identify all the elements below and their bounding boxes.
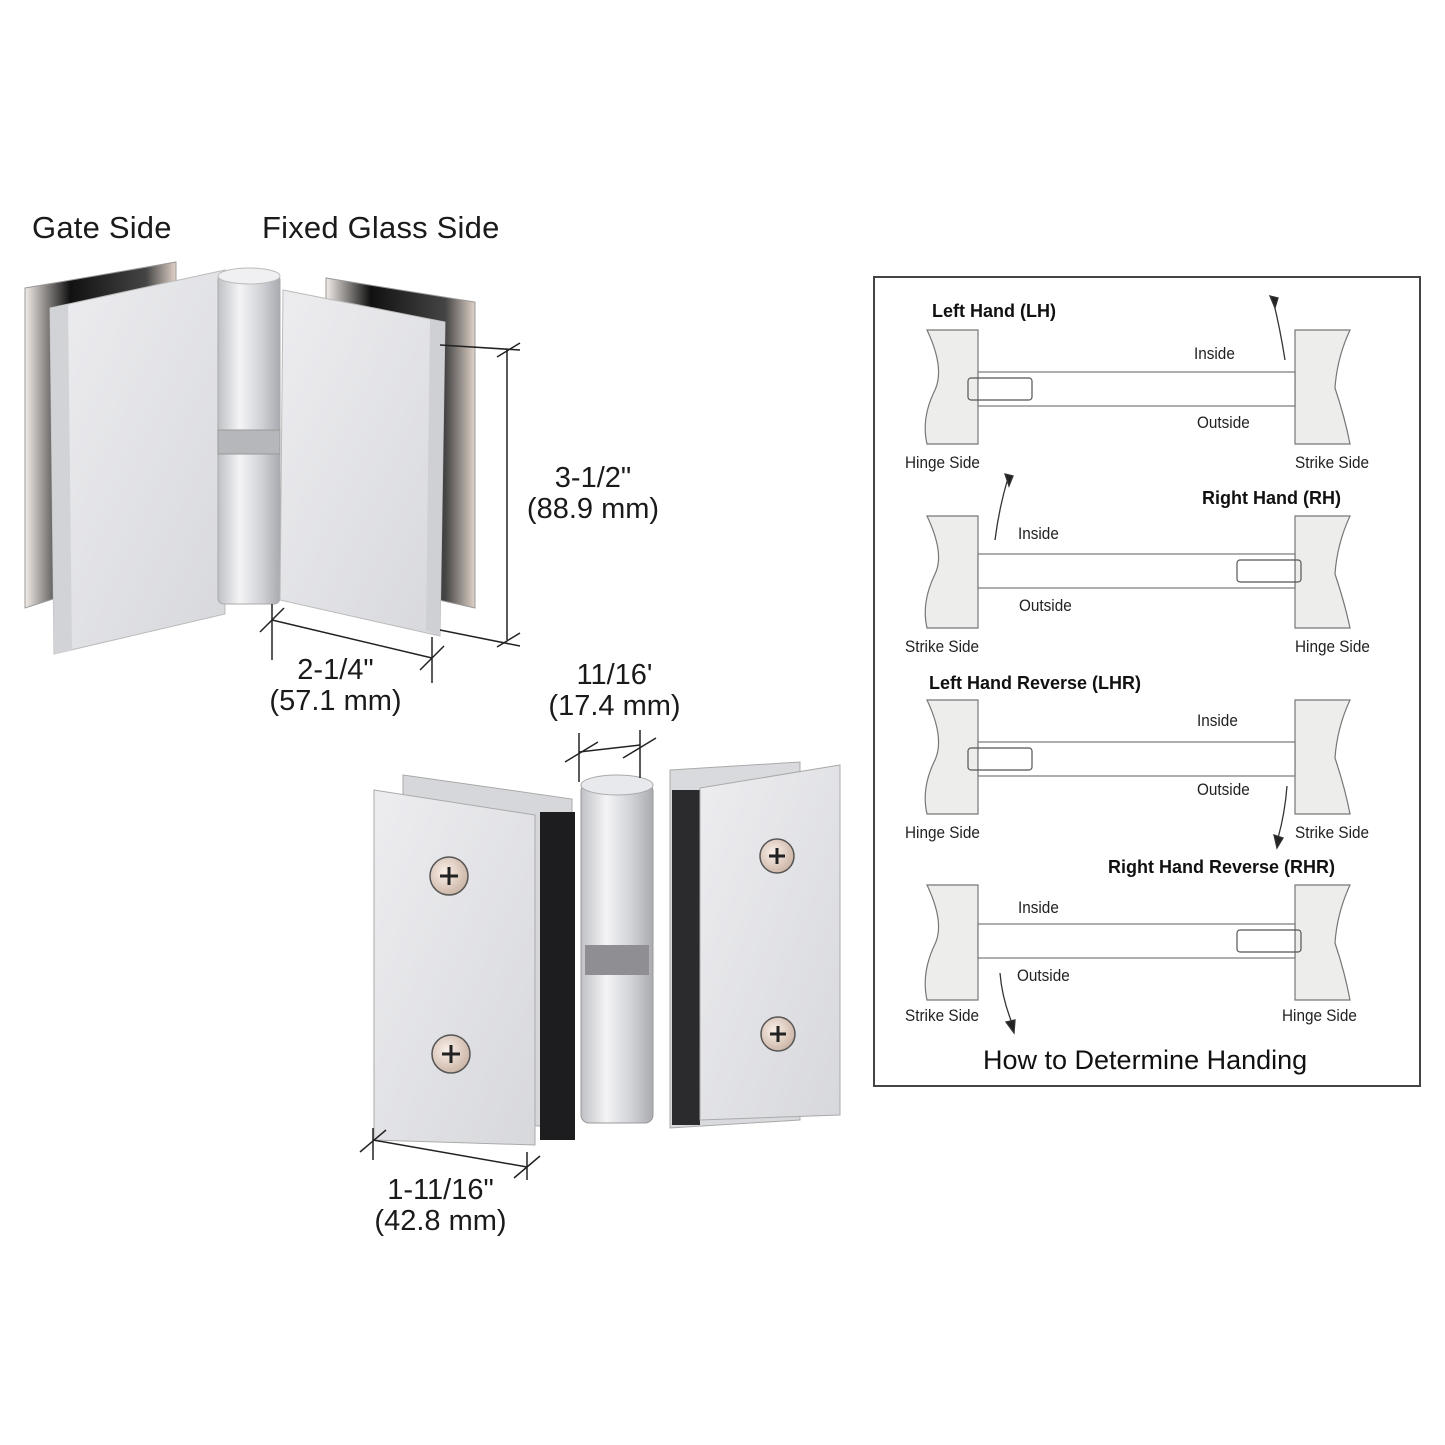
plate-width-dimension: 1-11/16" (42.8 mm) <box>363 1175 518 1237</box>
inside-label: Inside <box>1194 344 1235 363</box>
inside-label: Inside <box>1018 898 1059 917</box>
outside-label: Outside <box>1197 780 1250 799</box>
width-dimension: 2-1/4" (57.1 mm) <box>258 655 413 717</box>
handing-title-rh: Right Hand (RH) <box>1202 488 1341 508</box>
height-dimension: 3-1/2" (88.9 mm) <box>518 463 668 525</box>
width-imperial: 2-1/4" <box>297 654 374 686</box>
width-metric: (57.1 mm) <box>269 685 402 717</box>
screw-icon <box>759 838 795 874</box>
screw-icon <box>760 1016 796 1052</box>
hinge-side-label: Hinge Side <box>1295 637 1370 656</box>
knuckle-dimension: 11/16' (17.4 mm) <box>537 660 692 722</box>
dimension-lines-top <box>259 342 521 683</box>
plate-width-imperial: 1-11/16" <box>387 1174 494 1206</box>
top-hinge <box>24 261 476 655</box>
hinge-glyph-icon <box>967 377 1302 953</box>
hinge-side-label: Hinge Side <box>1282 1006 1357 1025</box>
fixed-glass-side-label: Fixed Glass Side <box>262 210 500 245</box>
handing-caption: How to Determine Handing <box>983 1045 1308 1075</box>
handing-diagram: Left Hand (LH) Inside Outside Hinge Side… <box>873 276 1421 1087</box>
gate-side-label: Gate Side <box>32 210 172 245</box>
strike-side-label: Strike Side <box>905 637 979 656</box>
inside-label: Inside <box>1197 711 1238 730</box>
swing-arrow-icon <box>994 295 1288 1035</box>
hinge-product-illustration <box>24 261 841 1180</box>
handing-title-lhr: Left Hand Reverse (LHR) <box>929 673 1142 693</box>
handing-title-lh: Left Hand (LH) <box>932 301 1056 321</box>
outside-label: Outside <box>1197 413 1250 432</box>
inside-label: Inside <box>1018 524 1059 543</box>
handing-diagram-art <box>924 295 1351 1035</box>
strike-side-label: Strike Side <box>1295 823 1369 842</box>
screw-icon <box>429 856 469 896</box>
handing-title-rhr: Right Hand Reverse (RHR) <box>1108 857 1336 877</box>
outside-label: Outside <box>1017 966 1070 985</box>
knuckle-imperial: 11/16' <box>576 659 653 691</box>
hinge-side-label: Hinge Side <box>905 823 980 842</box>
bottom-hinge <box>373 761 841 1146</box>
height-metric: (88.9 mm) <box>526 493 660 525</box>
hinge-side-label: Hinge Side <box>905 453 980 472</box>
strike-side-label: Strike Side <box>905 1006 979 1025</box>
outside-label: Outside <box>1019 596 1072 615</box>
screw-icon <box>431 1034 471 1074</box>
strike-side-label: Strike Side <box>1295 453 1369 472</box>
knuckle-metric: (17.4 mm) <box>548 690 681 722</box>
plate-width-metric: (42.8 mm) <box>374 1205 507 1237</box>
height-imperial: 3-1/2" <box>554 462 632 494</box>
dimension-lines-bottom <box>359 730 657 1180</box>
